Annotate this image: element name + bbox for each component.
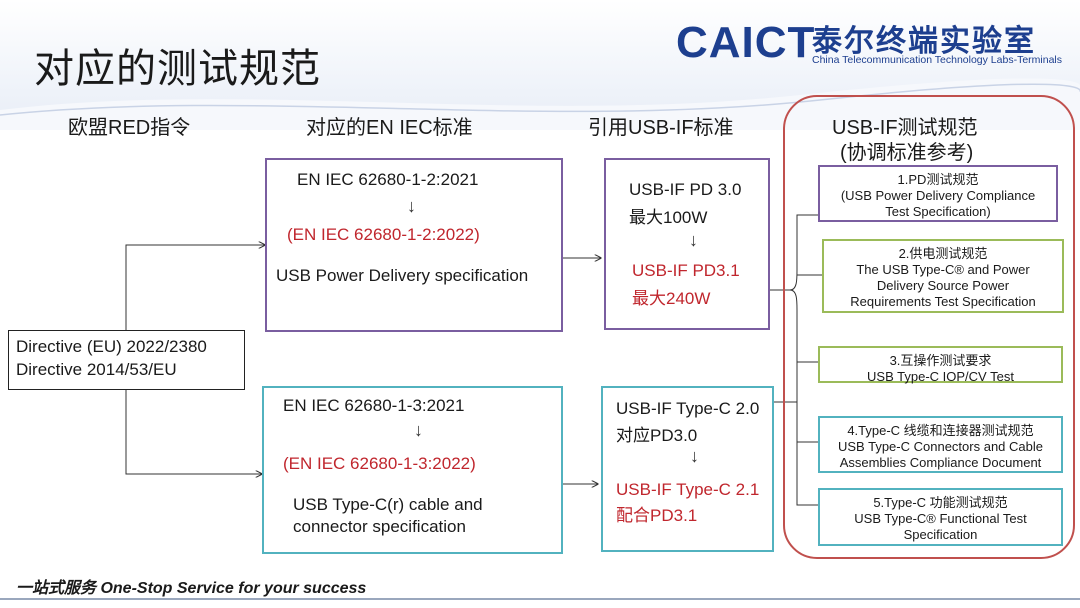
usbif-typec-new-version: USB-IF Type-C 2.1 bbox=[616, 480, 760, 499]
en-typec-new-standard: (EN IEC 62680-1-3:2022) bbox=[283, 454, 476, 473]
usbif-pd-max-power: 最大100W bbox=[629, 208, 708, 227]
column-heading-usbif-spec-sub: (协调标准参考) bbox=[840, 142, 974, 164]
en-typec-standard-box: EN IEC 62680-1-3:2021 ↓ (EN IEC 62680-1-… bbox=[262, 386, 563, 554]
spec-5-title: 5.Type-C 功能测试规范 bbox=[873, 495, 1008, 510]
spec-3-title: 3.互操作测试要求 bbox=[889, 353, 992, 368]
en-pd-old-standard: EN IEC 62680-1-2:2021 bbox=[297, 170, 479, 189]
column-heading-red-directive: 欧盟RED指令 bbox=[68, 117, 191, 139]
footer-slogan: 一站式服务 One-Stop Service for your success bbox=[16, 580, 367, 597]
spec-2-line-2: The USB Type-C® and Power bbox=[856, 262, 1030, 277]
usbif-pd-new-max-power: 最大240W bbox=[632, 289, 711, 308]
spec-3-line-2: USB Type-C IOP/CV Test bbox=[867, 369, 1014, 384]
column-heading-usbif-spec: USB-IF测试规范 bbox=[832, 117, 978, 139]
spec-1-line-3: Test Specification) bbox=[885, 204, 991, 219]
logo-english-name: China Telecommunication Technology Labs-… bbox=[812, 54, 1062, 66]
directive-line-1: Directive (EU) 2022/2380 bbox=[16, 337, 207, 356]
spec-box-power-source: 2.供电测试规范 The USB Type-C® and Power Deliv… bbox=[822, 239, 1064, 313]
spec-1-line-2: (USB Power Delivery Compliance bbox=[840, 188, 1036, 203]
usbif-pd-version: USB-IF PD 3.0 bbox=[629, 180, 742, 199]
en-typec-description-1: USB Type-C(r) cable and bbox=[293, 495, 483, 514]
usbif-typec-new-pd: 配合PD3.1 bbox=[616, 506, 698, 525]
directive-box: Directive (EU) 2022/2380 Directive 2014/… bbox=[8, 330, 245, 390]
en-typec-arrow: ↓ bbox=[414, 420, 423, 440]
en-typec-old-standard: EN IEC 62680-1-3:2021 bbox=[283, 396, 465, 415]
en-pd-description: USB Power Delivery specification bbox=[276, 266, 529, 285]
logo-mark-text: CAICT bbox=[676, 18, 816, 67]
spec-5-line-3: Specification bbox=[903, 527, 978, 542]
en-pd-new-standard: (EN IEC 62680-1-2:2022) bbox=[287, 225, 480, 244]
usbif-typec-arrow: ↓ bbox=[690, 446, 699, 466]
usbif-pd-box: USB-IF PD 3.0 最大100W ↓ USB-IF PD3.1 最大24… bbox=[604, 158, 770, 330]
spec-4-title: 4.Type-C 线缆和连接器测试规范 bbox=[847, 423, 1034, 438]
caict-logo: CAICT bbox=[676, 18, 815, 68]
column-heading-usbif: 引用USB-IF标准 bbox=[588, 117, 734, 139]
en-pd-arrow: ↓ bbox=[407, 196, 416, 216]
usbif-pd-arrow: ↓ bbox=[689, 230, 698, 250]
spec-4-line-3: Assemblies Compliance Document bbox=[839, 455, 1042, 470]
page-title: 对应的测试规范 bbox=[34, 47, 321, 91]
spec-5-line-2: USB Type-C® Functional Test bbox=[854, 511, 1027, 526]
en-typec-description-2: connector specification bbox=[293, 517, 466, 536]
spec-box-functional: 5.Type-C 功能测试规范 USB Type-C® Functional T… bbox=[818, 488, 1063, 546]
usbif-typec-version: USB-IF Type-C 2.0 bbox=[616, 399, 760, 418]
column-heading-en-iec: 对应的EN IEC标准 bbox=[306, 117, 473, 139]
usbif-typec-box: USB-IF Type-C 2.0 对应PD3.0 ↓ USB-IF Type-… bbox=[601, 386, 774, 552]
usbif-typec-pd: 对应PD3.0 bbox=[616, 426, 698, 445]
spec-box-cable-connector: 4.Type-C 线缆和连接器测试规范 USB Type-C Connector… bbox=[818, 416, 1063, 473]
usbif-spec-frame bbox=[783, 95, 1075, 559]
spec-2-line-3: Delivery Source Power bbox=[876, 278, 1010, 293]
spec-1-title: 1.PD测试规范 bbox=[897, 172, 979, 187]
spec-4-line-2: USB Type-C Connectors and Cable bbox=[838, 439, 1043, 454]
spec-2-title: 2.供电测试规范 bbox=[898, 246, 988, 261]
en-pd-standard-box: EN IEC 62680-1-2:2021 ↓ (EN IEC 62680-1-… bbox=[265, 158, 563, 332]
spec-box-iop-cv: 3.互操作测试要求 USB Type-C IOP/CV Test bbox=[818, 346, 1063, 384]
spec-2-line-4: Requirements Test Specification bbox=[850, 294, 1036, 309]
usbif-pd-new-version: USB-IF PD3.1 bbox=[632, 261, 740, 280]
logo-chinese-name: 泰尔终端实验室 bbox=[812, 25, 1036, 58]
directive-line-2: Directive 2014/53/EU bbox=[16, 360, 177, 379]
footer-divider bbox=[0, 598, 1080, 600]
spec-box-pd-compliance: 1.PD测试规范 (USB Power Delivery Compliance … bbox=[818, 165, 1058, 222]
